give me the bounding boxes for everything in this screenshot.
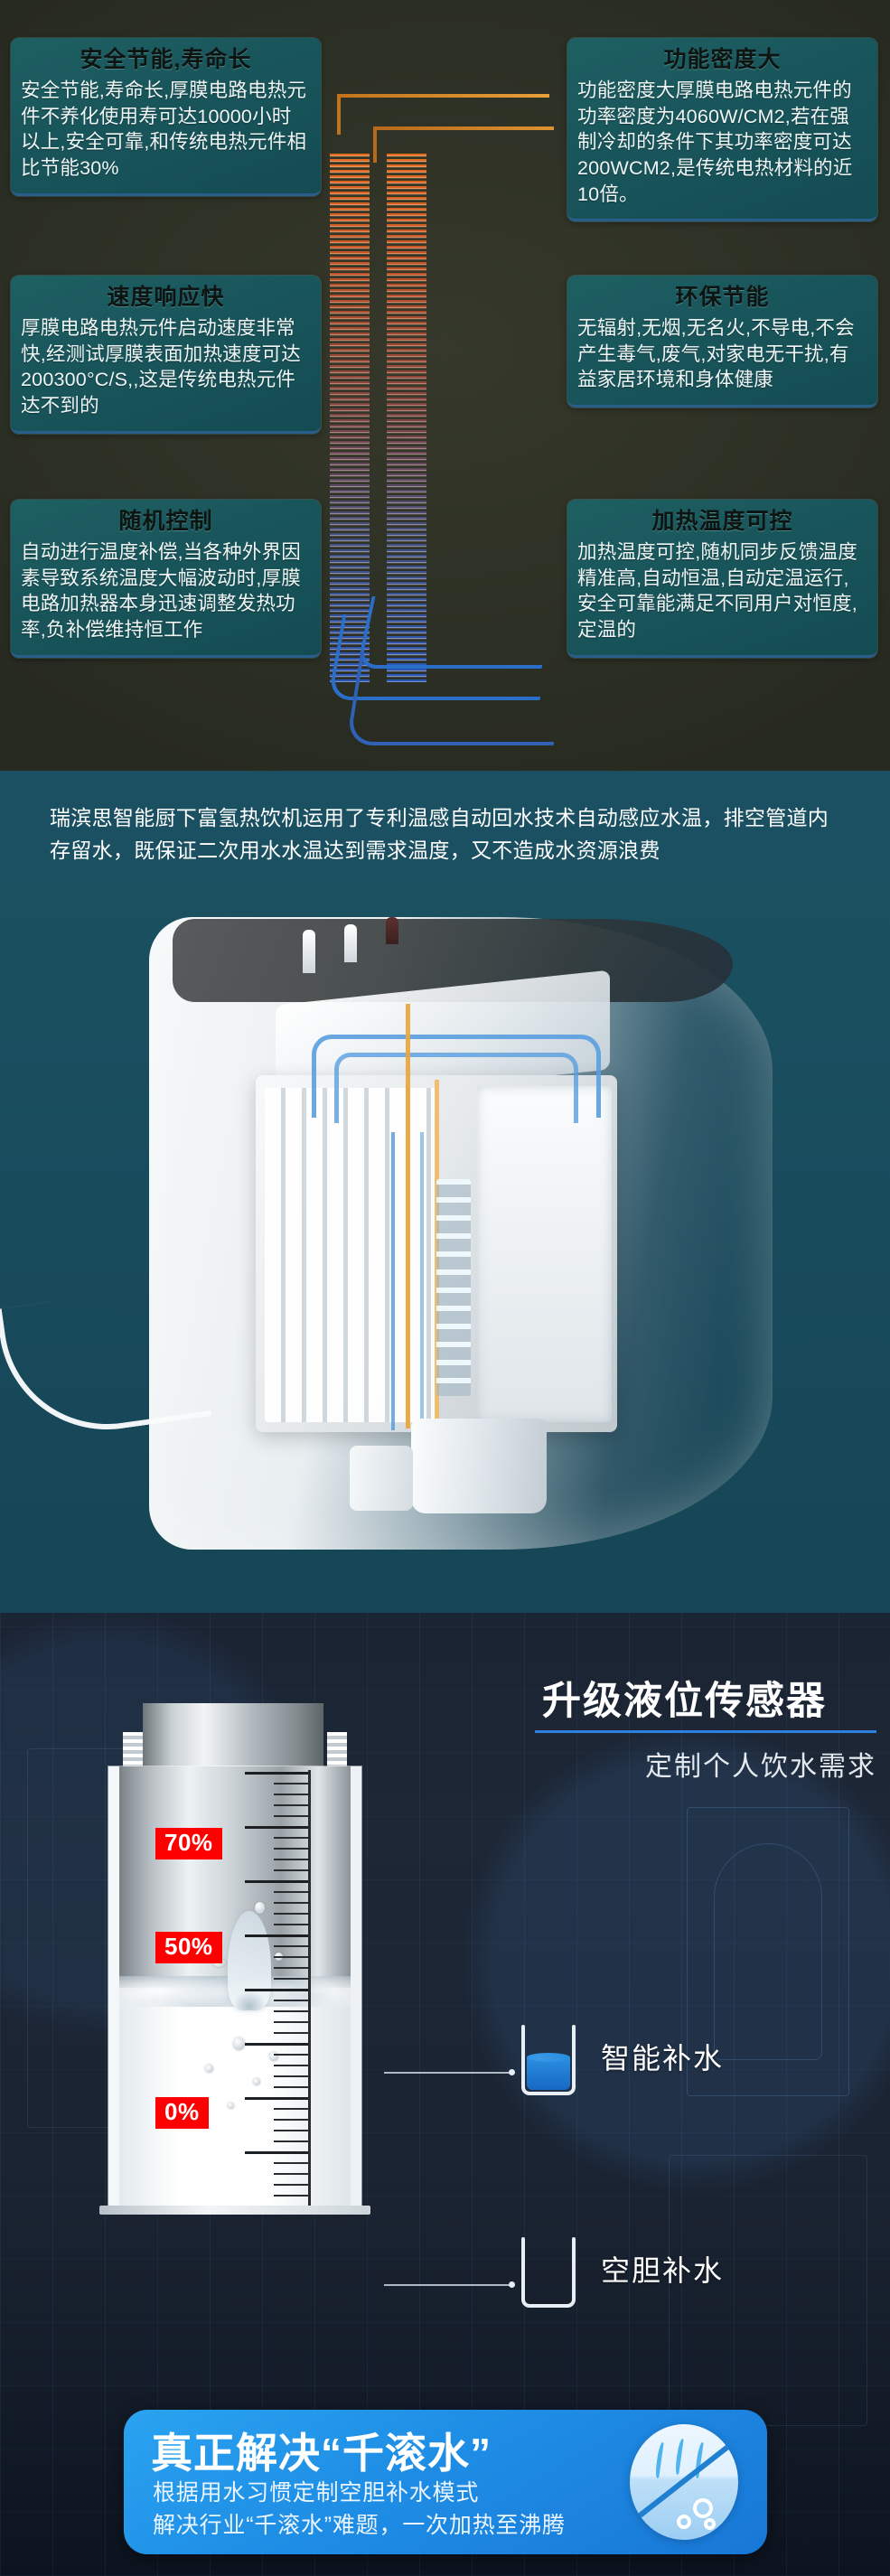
feature-card-body: 无辐射,无烟,无名火,不导电,不会产生毒气,废气,对家电无干扰,有益家居环境和身… xyxy=(577,317,855,391)
feature-card-body: 功能密度大厚膜电路电热元件的功率密度为4060W/CM2,若在强制冷却的条件下其… xyxy=(577,80,853,205)
heating-element-features-section: 安全节能,寿命长 安全节能,寿命长,厚膜电路电热元件不养化使用寿可达10000小… xyxy=(0,0,890,771)
feature-card-title: 安全节能,寿命长 xyxy=(80,47,252,72)
machine-secondary-cylinder xyxy=(350,1446,413,1511)
feature-card-body: 安全节能,寿命长,厚膜电路电热元件不养化使用寿可达10000小时以上,安全可靠,… xyxy=(21,80,307,180)
cup-rim-right xyxy=(572,2025,576,2041)
water-tank-gauge: 70% 50% 0% xyxy=(99,1703,370,2215)
feature-card-title: 加热温度可控 xyxy=(651,509,793,534)
blueprint-shape-2 xyxy=(714,1843,822,2060)
water-dispenser-cutaway-illustration xyxy=(0,917,773,1586)
water-droplet xyxy=(228,2103,234,2109)
feature-card-fast-response: 速度响应快 厚膜电路电热元件启动速度非常快,经测试厚膜表面加热速度可达20030… xyxy=(11,276,321,434)
banner-line-1: 根据用水习惯定制空胆补水模式 xyxy=(153,2480,480,2506)
feature-card-title: 功能密度大 xyxy=(663,47,782,72)
cup-rim-left xyxy=(521,2237,525,2253)
gauge-major-ticks xyxy=(245,1772,308,2206)
heating-coil-illustration xyxy=(321,54,583,768)
no-boiling-water-icon xyxy=(630,2424,738,2540)
callout-leader-dot xyxy=(509,2069,515,2075)
prohibition-slash xyxy=(633,2433,738,2522)
tank-thread-left xyxy=(123,1732,143,1775)
cup-rim-right xyxy=(572,2237,576,2253)
tank-water-chamber xyxy=(119,1988,351,2209)
title-accent-rule xyxy=(535,1730,876,1734)
water-pipe-blue-vertical-1 xyxy=(391,1132,395,1430)
callout-leader-line xyxy=(384,2284,512,2286)
water-pipe-orange-1 xyxy=(406,1004,410,1429)
feature-card-adaptive-control: 随机控制 自动进行温度补偿,当各种外界因素导致系统温度大幅波动时,厚膜电路加热器… xyxy=(11,500,321,658)
machine-pump-cylinder xyxy=(411,1419,547,1513)
callout-leader-dot xyxy=(509,2281,515,2288)
feature-card-title: 随机控制 xyxy=(118,509,213,534)
bubble-1 xyxy=(693,2498,713,2518)
cup-rim-left xyxy=(521,2025,525,2041)
feature-card-safety: 安全节能,寿命长 安全节能,寿命长,厚膜电路电热元件不养化使用寿可达10000小… xyxy=(11,38,321,196)
machine-port-3 xyxy=(386,917,398,944)
product-cutaway-section: 瑞滨思智能厨下富氢热饮机运用了专利温感自动回水技术自动感应水温，排空管道内存留水… xyxy=(0,771,890,1613)
callout-leader-line xyxy=(384,2072,512,2074)
coil-left xyxy=(330,154,370,682)
banner-line-2: 解决行业“千滚水”难题，一次加热至沸腾 xyxy=(153,2513,566,2538)
bubble-3 xyxy=(704,2518,716,2530)
water-droplet xyxy=(205,2065,213,2073)
tank-body xyxy=(108,1766,361,2209)
cup-water-fill xyxy=(527,2053,570,2090)
callout-label-empty-tank-refill: 空胆补水 xyxy=(601,2254,725,2287)
feature-card-eco-friendly: 环保节能 无辐射,无烟,无名火,不导电,不会产生毒气,废气,对家电无干扰,有益家… xyxy=(567,276,877,408)
cup-filled-icon xyxy=(521,2025,576,2095)
coil-right xyxy=(387,154,426,682)
cup-empty-icon xyxy=(521,2237,576,2308)
product-description: 瑞滨思智能厨下富氢热饮机运用了专利温感自动回水技术自动感应水温，排空管道内存留水… xyxy=(50,806,829,862)
feature-card-body: 厚膜电路电热元件启动速度非常快,经测试厚膜表面加热速度可达200300°C/S,… xyxy=(21,317,301,417)
level-sensor-title: 升级液位传感器 xyxy=(542,1680,827,1723)
machine-port-2 xyxy=(344,924,357,962)
water-droplet xyxy=(233,2037,245,2050)
tank-base xyxy=(99,2206,370,2215)
blueprint-shape-1 xyxy=(687,1807,849,2096)
feature-card-temperature-control: 加热温度可控 加热温度可控,随机同步反馈温度精准高,自动恒温,自动定温运行,安全… xyxy=(567,500,877,658)
feature-card-power-density: 功能密度大 功能密度大厚膜电路电热元件的功率密度为4060W/CM2,若在强制冷… xyxy=(567,38,877,222)
gauge-mark-50: 50% xyxy=(155,1932,222,1964)
gauge-mark-0: 0% xyxy=(155,2097,209,2130)
blueprint-shape-4 xyxy=(669,2155,867,2426)
water-pipe-blue-inner xyxy=(334,1053,578,1123)
feature-card-title: 环保节能 xyxy=(675,285,770,310)
bubble-2 xyxy=(677,2515,691,2529)
callout-smart-refill: 智能补水 xyxy=(384,2025,872,2128)
machine-port-1 xyxy=(303,930,315,973)
tank-neck xyxy=(143,1703,323,1782)
feature-card-body: 自动进行温度补偿,当各种外界因素导致系统温度大幅波动时,厚膜电路加热器本身迅速调… xyxy=(21,541,301,642)
coil-return-pipe-3 xyxy=(345,651,569,745)
steam-wave-2 xyxy=(674,2439,686,2475)
level-sensor-heading-block: 升级液位传感器 定制个人饮水需求 xyxy=(535,1680,876,1784)
heat-exchanger-fins xyxy=(436,1179,471,1396)
water-pipe-blue-vertical-2 xyxy=(420,1132,424,1430)
gauge-mark-70: 70% xyxy=(155,1828,222,1860)
feature-card-title: 速度响应快 xyxy=(107,285,225,310)
gauge-spine xyxy=(308,1770,311,2207)
steam-wave-1 xyxy=(654,2442,666,2478)
banner-title: 真正解决“千滚水” xyxy=(151,2430,492,2477)
feature-card-body: 加热温度可控,随机同步反馈温度精准高,自动恒温,自动定温运行,安全可靠能满足不同… xyxy=(577,541,857,642)
tank-thread-right xyxy=(327,1732,347,1775)
callout-empty-tank-refill: 空胆补水 xyxy=(384,2237,872,2340)
callout-label-smart-refill: 智能补水 xyxy=(601,2042,725,2075)
no-repeated-boiling-banner: 真正解决“千滚水” 根据用水习惯定制空胆补水模式 解决行业“千滚水”难题，一次加… xyxy=(124,2410,767,2554)
water-pipe-blue-outer xyxy=(312,1035,601,1118)
level-sensor-subtitle: 定制个人饮水需求 xyxy=(645,1752,876,1783)
